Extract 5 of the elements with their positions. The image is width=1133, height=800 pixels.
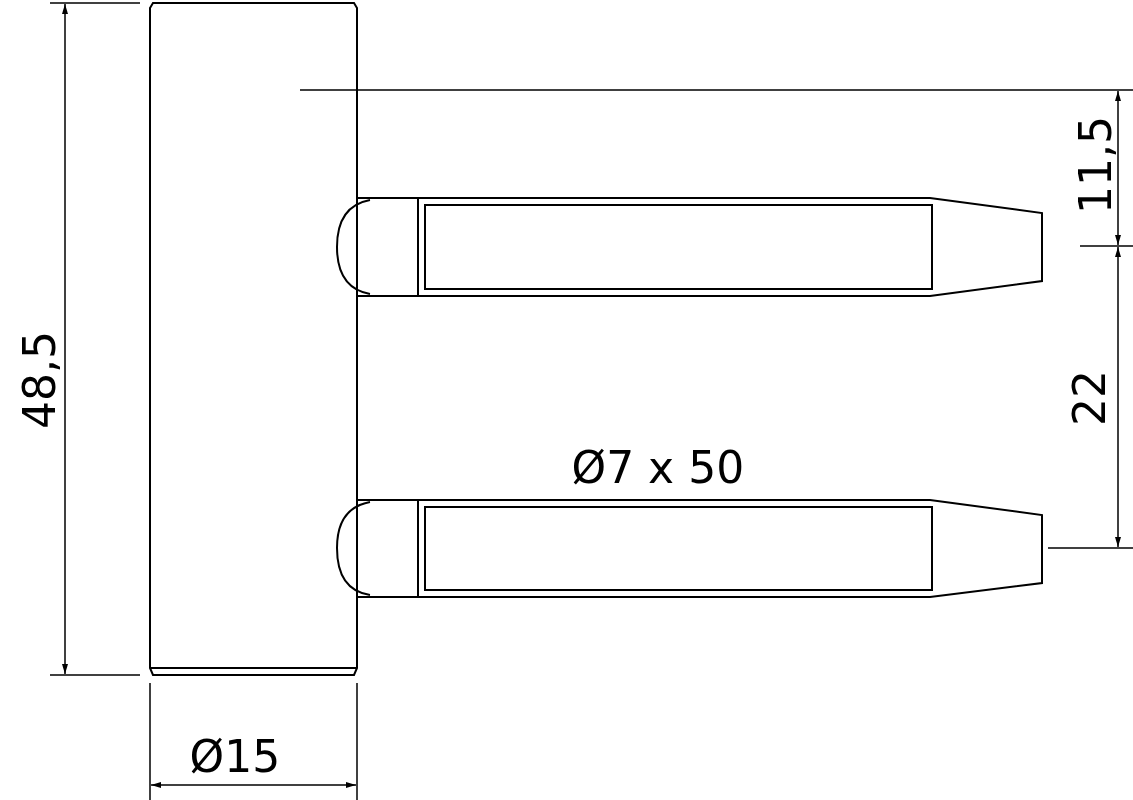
dimension-value: 48,5: [18, 331, 62, 429]
dimension-value: Ø15: [189, 735, 281, 779]
dimension-value: Ø7 x 50: [571, 446, 745, 490]
dimension-value: 11,5: [1074, 116, 1118, 214]
dimension-value: 22: [1068, 370, 1112, 426]
